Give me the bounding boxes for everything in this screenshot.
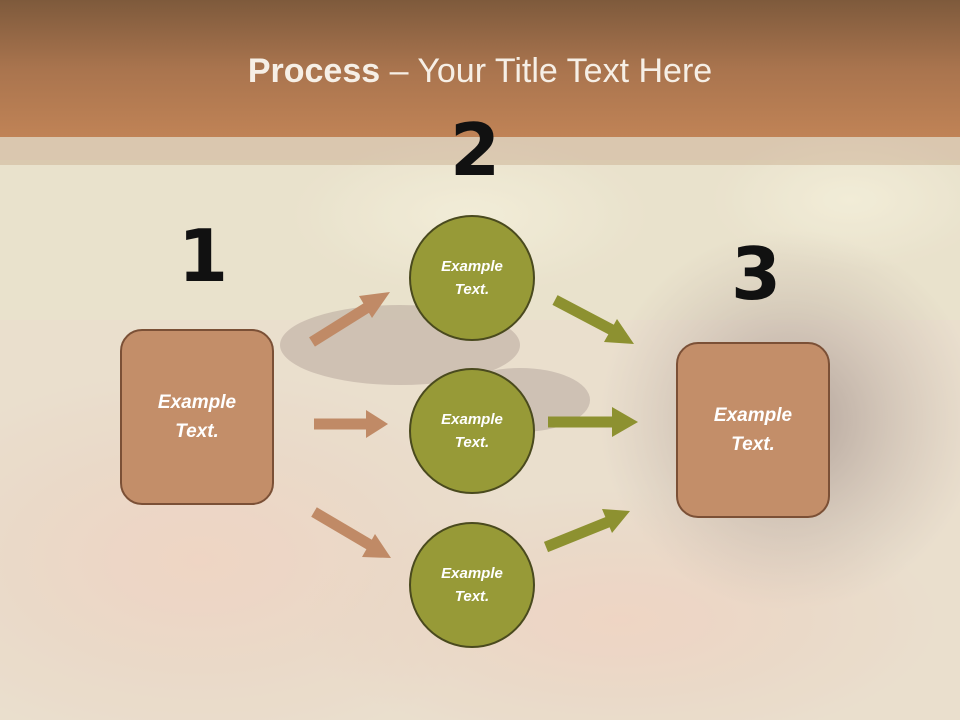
arrowhead-2b-to-3 — [612, 407, 638, 437]
arrowhead-1-to-2c — [362, 534, 391, 558]
slide-title: Process – Your Title Text Here — [0, 52, 960, 91]
step-2-circle-bottom: Example Text. — [409, 522, 535, 648]
step-1-box: Example Text. — [120, 329, 274, 505]
arrowhead-2a-to-3 — [604, 319, 634, 344]
arrow-1-to-2a — [309, 302, 371, 347]
step-2-circle-middle-text: Example Text. — [441, 411, 503, 451]
arrowhead-1-to-2a — [359, 292, 390, 318]
step-3-text: Example Text. — [713, 405, 793, 455]
title-banner — [0, 0, 960, 137]
step-1-text: Example Text. — [157, 392, 237, 442]
step-2-circle-bottom-text: Example Text. — [441, 565, 503, 605]
banner-strip — [0, 137, 960, 165]
arrowhead-2c-to-3 — [602, 509, 630, 533]
step-3-box: Example Text. — [676, 342, 830, 518]
step-2-circle-top-text: Example Text. — [441, 258, 503, 298]
step-2-circle-middle: Example Text. — [409, 368, 535, 494]
arrowhead-1-to-2b — [366, 410, 388, 438]
arrow-2c-to-3 — [543, 516, 611, 553]
arrow-2a-to-3 — [552, 295, 615, 335]
step-number-1: 1 — [178, 214, 229, 298]
title-rest: – Your Title Text Here — [380, 52, 713, 90]
arrow-1-to-2c — [311, 507, 373, 550]
step-number-3: 3 — [731, 232, 782, 316]
title-bold: Process — [247, 52, 381, 90]
step-number-2: 2 — [450, 108, 501, 192]
step-2-circle-top: Example Text. — [409, 215, 535, 341]
